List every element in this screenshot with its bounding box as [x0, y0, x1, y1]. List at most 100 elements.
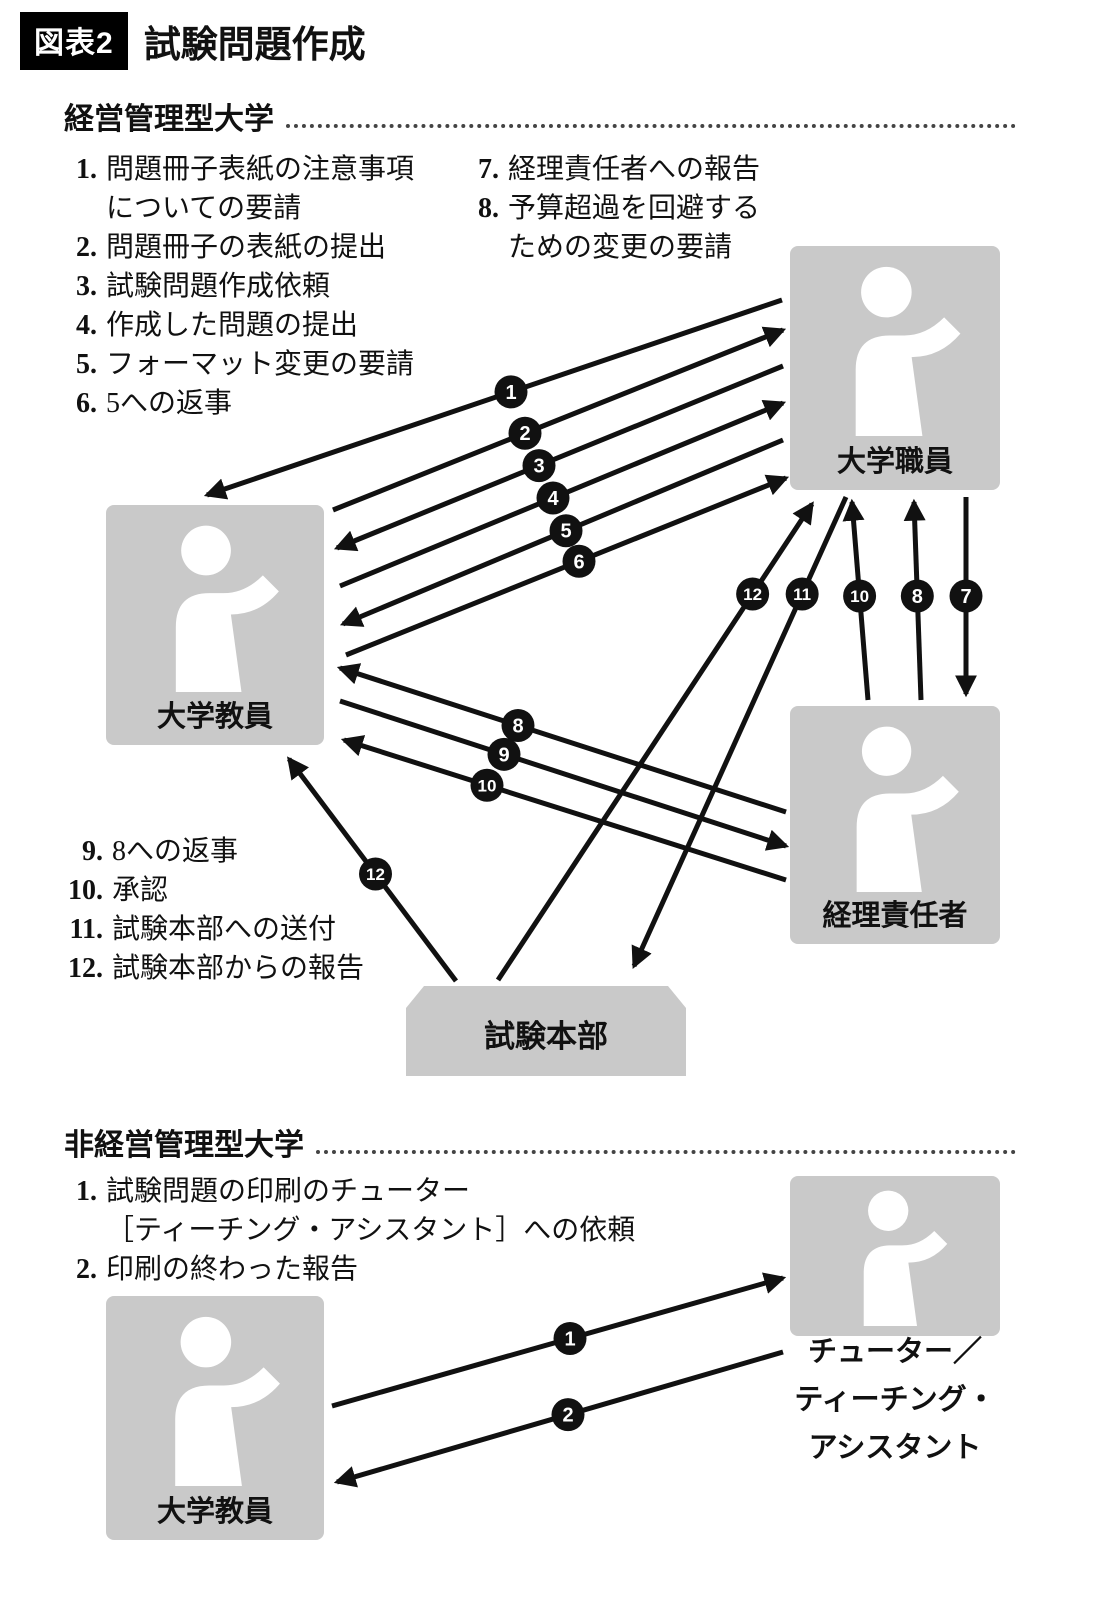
node-label-tutor: チューター／ティーチング・アシスタント [775, 1328, 1015, 1472]
item-number: 8. [478, 193, 499, 224]
item-text-line: 試験本部への送付 [112, 914, 337, 945]
figure-title-row: 図表2 試験問題作成 [20, 12, 366, 70]
arrow-5-staff-to-faculty [339, 437, 784, 627]
list-item: 12.試験本部からの報告 [58, 949, 364, 988]
arrow-12-hq-to-staff [495, 501, 815, 982]
item-text: 印刷の終わった報告 [106, 1250, 358, 1289]
arrow-badge-3: 3 [522, 449, 556, 483]
arrow-2-tutor-to-faculty2 [333, 1349, 784, 1488]
item-text: 8への返事 [112, 832, 238, 871]
arrow-badge-2: 2 [551, 1398, 585, 1432]
svg-text:12: 12 [743, 585, 762, 604]
node-faculty2: 大学教員 [106, 1296, 324, 1540]
dotted-rule [286, 124, 1016, 128]
node-tutor [790, 1176, 1000, 1336]
item-text-line: 作成した問題の提出 [106, 310, 359, 341]
item-text-line: 8への返事 [112, 836, 239, 867]
arrow-badge-8: 8 [900, 579, 934, 613]
svg-text:9: 9 [498, 744, 509, 766]
item-text: 予算超過を回避するための変更の要請 [508, 189, 760, 267]
arrow-10-accounting-to-faculty [340, 735, 787, 883]
node-accounting: 経理責任者 [790, 706, 1000, 944]
item-text-line: ［ティーチング・アシスタント］への依頼 [106, 1215, 636, 1246]
item-number: 11. [69, 914, 103, 945]
list-item: 5.フォーマット変更の要請 [66, 345, 414, 384]
item-text: 試験本部からの報告 [112, 949, 364, 988]
section-header-non_managed: 非経営管理型大学 [64, 1122, 1016, 1164]
item-number: 1. [76, 1176, 97, 1207]
arrow-10-accounting-to-staff [842, 498, 871, 701]
list-item: 6. 5への返事 [66, 384, 414, 423]
list-item: 1. 試験問題の印刷のチューター ［ティーチング・アシスタント］への依頼 [66, 1172, 635, 1250]
arrow-8-accounting-to-faculty [336, 663, 787, 815]
page-title: 試験問題作成 [143, 24, 366, 65]
node-label-line: チューター／ [807, 1336, 982, 1368]
item-text-line: 承認 [112, 875, 169, 906]
svg-text:10: 10 [850, 587, 869, 606]
arrow-badge-1: 1 [494, 375, 528, 409]
arrow-badge-6: 6 [562, 544, 596, 578]
node-label: 経理責任者 [822, 900, 968, 932]
node-label: 試験本部 [484, 1019, 608, 1055]
list-item: 3. 試験問題作成依頼 [66, 267, 414, 306]
item-text-line: 問題冊子の表紙の提出 [106, 232, 387, 263]
item-text: 試験問題作成依頼 [106, 267, 330, 306]
item-number: 4. [76, 310, 97, 341]
item-text-line: についての要請 [106, 193, 302, 224]
svg-text:8: 8 [512, 715, 523, 737]
person-icon [175, 1316, 280, 1487]
item-text-line: 経理責任者への報告 [508, 154, 761, 185]
arrow-badge-4: 4 [536, 481, 570, 515]
item-text: 5への返事 [106, 384, 232, 423]
section-header-managed: 経営管理型大学 [64, 96, 1016, 138]
non_managed-list-left: 1. 試験問題の印刷のチューター ［ティーチング・アシスタント］への依頼 2. 印刷の終… [66, 1172, 635, 1289]
arrow-1-faculty2-to-tutor [331, 1272, 787, 1409]
item-text-line: フォーマット変更の要請 [106, 349, 415, 380]
svg-text:2: 2 [519, 423, 530, 445]
arrow-badge-7: 7 [949, 579, 983, 613]
item-text-line: ための変更の要請 [508, 232, 733, 263]
item-text: 試験問題の印刷のチューター ［ティーチング・アシスタント］への依頼 [106, 1172, 635, 1250]
item-number: 6. [76, 388, 97, 419]
item-text-line: 試験問題の印刷のチューター [106, 1176, 471, 1207]
node-label: 大学職員 [836, 446, 953, 478]
svg-text:1: 1 [505, 382, 516, 404]
list-item: 8. 予算超過を回避するための変更の要請 [468, 189, 760, 267]
svg-text:1: 1 [564, 1328, 575, 1350]
person-icon [856, 726, 959, 892]
managed-list-right: 7.経理責任者への報告 8. 予算超過を回避するための変更の要請 [468, 150, 760, 267]
hq-box-shape [406, 986, 686, 1076]
svg-text:6: 6 [573, 551, 584, 573]
node-label: 大学教員 [156, 701, 273, 733]
node-staff: 大学職員 [790, 246, 1000, 490]
arrow-badge-8: 8 [501, 708, 535, 742]
svg-text:8: 8 [912, 586, 923, 608]
svg-text:11: 11 [793, 585, 811, 604]
item-text-line: 問題冊子表紙の注意事項 [106, 154, 415, 185]
arrow-badge-12: 12 [736, 577, 770, 611]
item-text: 問題冊子表紙の注意事項についての要請 [106, 150, 414, 228]
list-item: 2. 印刷の終わった報告 [66, 1250, 635, 1289]
arrow-badge-1: 1 [553, 1321, 587, 1355]
item-number: 2. [76, 1254, 97, 1285]
arrow-badge-10: 10 [843, 579, 877, 613]
list-item: 1.問題冊子表紙の注意事項についての要請 [66, 150, 414, 228]
person-icon [863, 1191, 947, 1327]
item-text: フォーマット変更の要請 [106, 345, 414, 384]
node-hq: 試験本部 [406, 986, 686, 1076]
item-text: 試験本部への送付 [112, 910, 336, 949]
list-item: 2.問題冊子の表紙の提出 [66, 228, 414, 267]
arrow-badge-10: 10 [470, 768, 504, 802]
arrow-badge-9: 9 [487, 737, 521, 771]
person-icon [175, 525, 279, 693]
svg-text:7: 7 [960, 586, 971, 608]
svg-text:3: 3 [533, 456, 544, 478]
node-label: 大学教員 [156, 1496, 273, 1528]
person-icon [855, 266, 960, 437]
item-number: 3. [76, 271, 97, 302]
list-item: 7.経理責任者への報告 [468, 150, 760, 189]
arrow-9-faculty-to-accounting [339, 698, 790, 851]
svg-text:5: 5 [560, 521, 571, 543]
